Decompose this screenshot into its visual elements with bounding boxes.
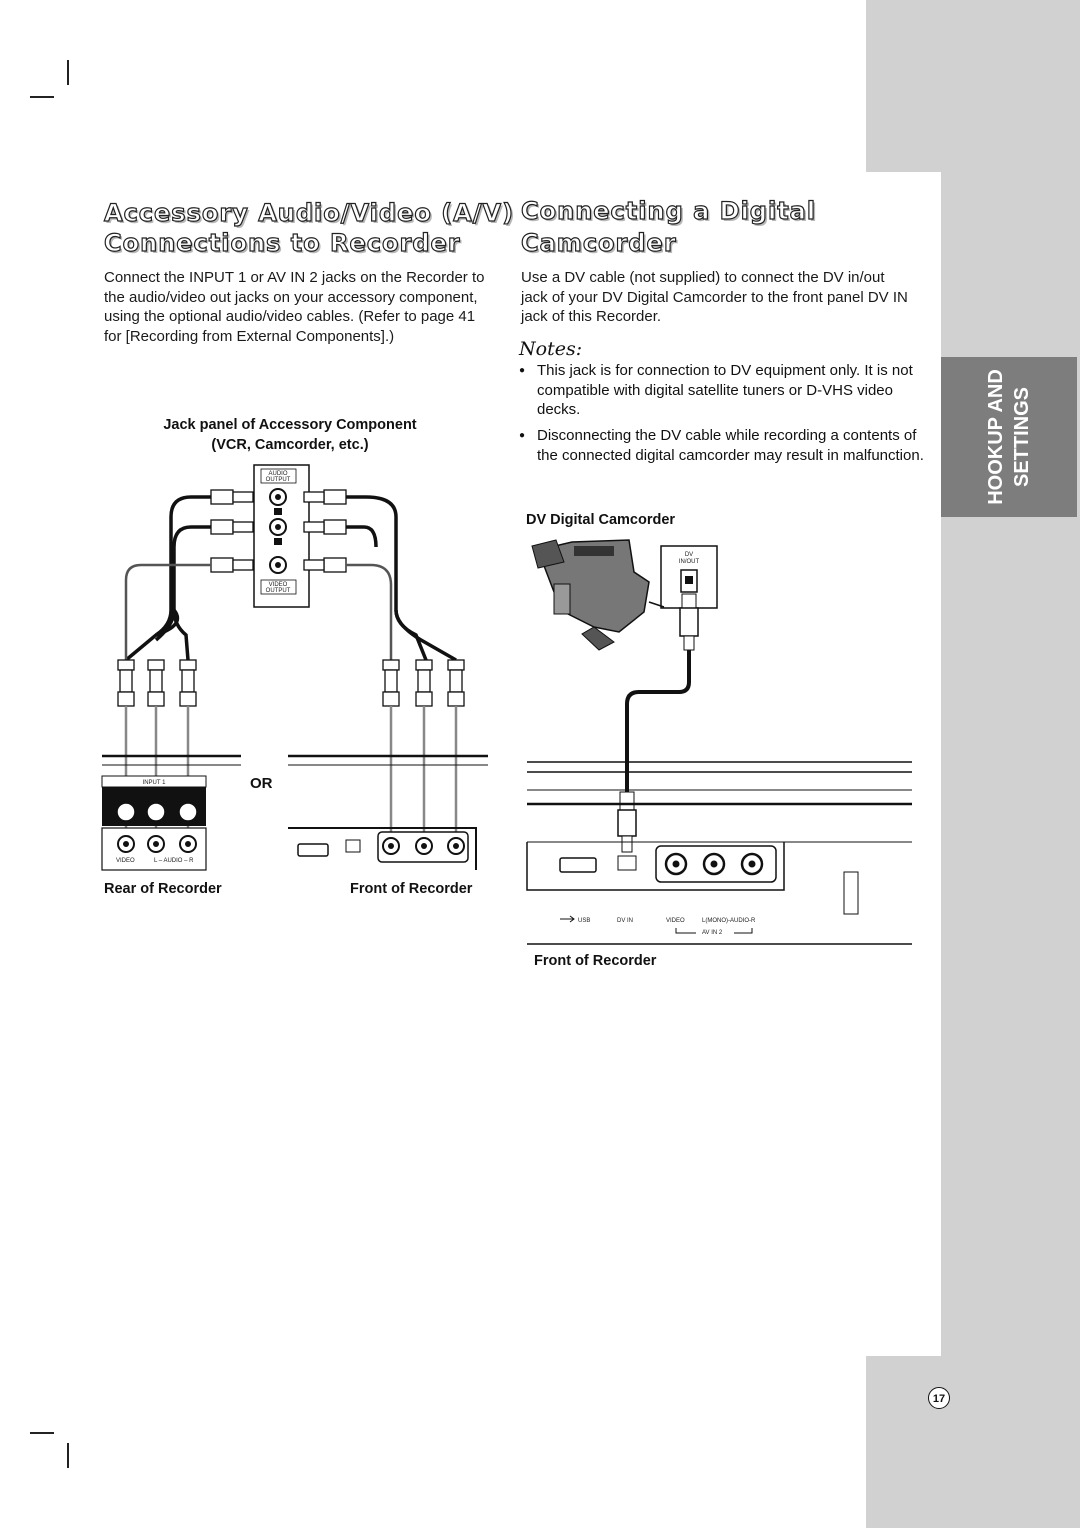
dv-connection-diagram: DV IN/OUT USB DV IN VIDEO L(MONO)-AUDIO-… [526, 539, 912, 945]
notes-title: Notes: [519, 338, 583, 360]
dv-inout-label-2: IN/OUT [679, 559, 700, 565]
section-tab-label: HOOKUP AND SETTINGS [983, 369, 1035, 505]
av-connection-diagram: AUDIO OUTPUT VIDEO OUTPUT [101, 464, 488, 871]
video-output-label: VIDEO [269, 582, 288, 588]
page-number: 17 [928, 1387, 950, 1409]
rear-of-recorder-label: Rear of Recorder [104, 881, 222, 897]
av-in2-label: AV IN 2 [702, 930, 723, 936]
side-bar-top [866, 0, 1080, 172]
note-item-1: This jack is for connection to DV equipm… [519, 361, 929, 420]
crop-mark [30, 96, 54, 98]
video-label: VIDEO [666, 918, 685, 924]
section-tab-line1: HOOKUP AND [985, 369, 1007, 505]
section-tab [941, 357, 1077, 517]
jack-panel-caption-2: (VCR, Camcorder, etc.) [211, 437, 369, 453]
left-title-line2: Connections to Recorder [103, 228, 461, 257]
usb-label: USB [578, 918, 590, 924]
left-body-text: Connect the INPUT 1 or AV IN 2 jacks on … [104, 269, 485, 345]
right-title-line1: Connecting a Digital [520, 196, 817, 225]
or-label: OR [250, 775, 273, 792]
crop-mark [67, 60, 69, 85]
side-bar-bottom [866, 1356, 1080, 1528]
dv-in-label: DV IN [617, 918, 633, 924]
input1-label: INPUT 1 [143, 780, 167, 786]
dv-camcorder-label: DV Digital Camcorder [526, 512, 676, 528]
jack-panel-caption-1: Jack panel of Accessory Component [163, 417, 417, 433]
dv-inout-label: DV [685, 552, 693, 558]
crop-mark [67, 1443, 69, 1468]
camcorder-illustration [531, 539, 650, 651]
audio-label: L(MONO)-AUDIO-R [702, 918, 756, 924]
rear-video-label: VIDEO [116, 858, 135, 864]
video-output-label-2: OUTPUT [266, 588, 291, 594]
rear-audio-label: L – AUDIO – R [154, 858, 194, 864]
audio-output-label-2: OUTPUT [266, 477, 291, 483]
right-title-line2: Camcorder [520, 228, 677, 257]
crop-mark [30, 1432, 54, 1434]
left-title-line1: Accessory Audio/Video (A/V) [103, 198, 515, 227]
front-of-recorder-label: Front of Recorder [350, 881, 473, 897]
section-tab-line2: SETTINGS [1011, 386, 1033, 488]
front-of-recorder-label-dv: Front of Recorder [534, 953, 657, 969]
right-body-text: Use a DV cable (not supplied) to connect… [521, 269, 908, 325]
note-item-2: Disconnecting the DV cable while recordi… [519, 426, 929, 465]
audio-output-label: AUDIO [268, 471, 287, 477]
